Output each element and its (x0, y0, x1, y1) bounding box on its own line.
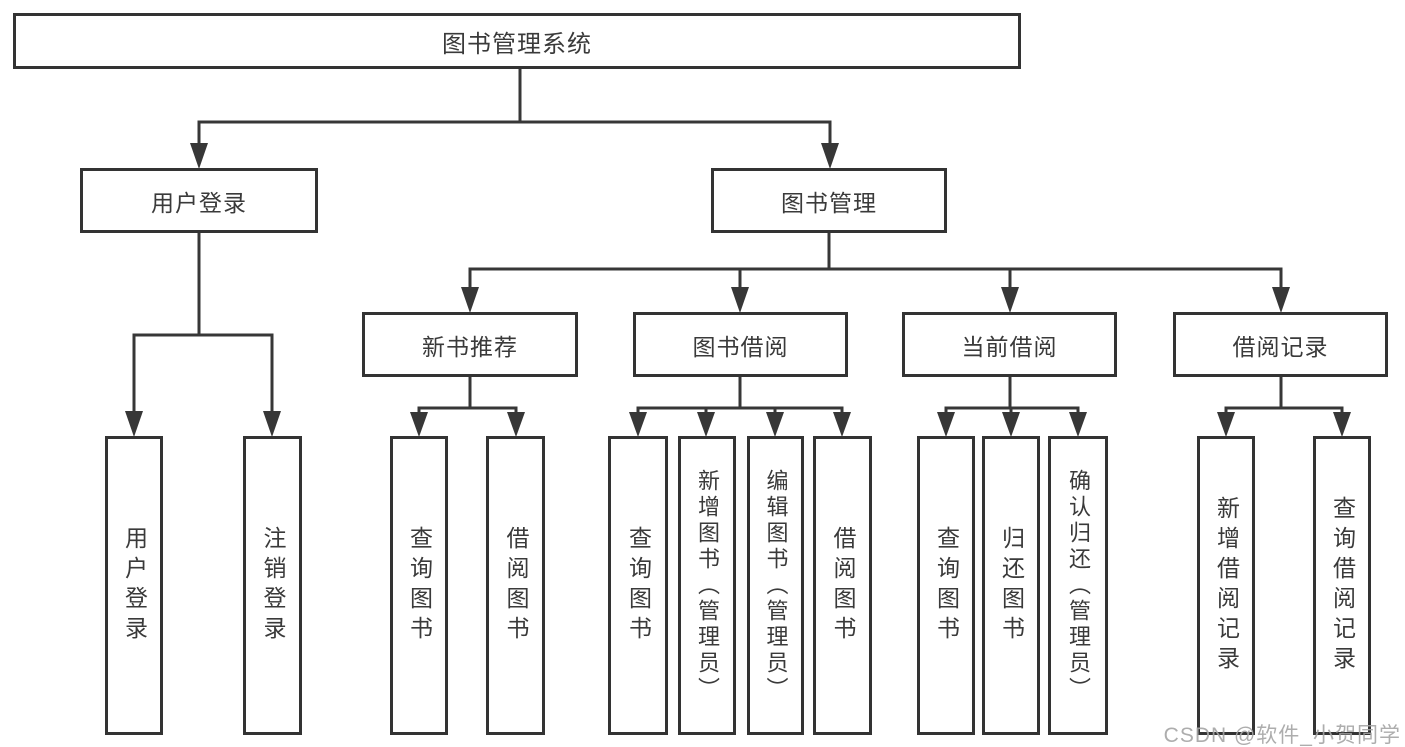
leaf-label: 新增借阅记录 (1213, 495, 1240, 676)
leaf-query-books-borrow: 查询图书 (608, 436, 668, 735)
leaf-label: 查询图书 (406, 525, 433, 646)
leaf-label: 查询图书 (933, 525, 960, 646)
leaf-query-borrow-record: 查询借阅记录 (1313, 436, 1371, 735)
leaf-add-borrow-record: 新增借阅记录 (1197, 436, 1255, 735)
leaf-label: 注销登录 (260, 525, 286, 646)
leaf-confirm-return-admin: 确认归还（管理员） (1048, 436, 1108, 735)
leaf-add-books-admin: 新增图书（管理员） (678, 436, 736, 735)
leaf-edit-books-admin: 编辑图书（管理员） (747, 436, 804, 735)
leaf-label: 借阅图书 (503, 525, 529, 646)
leaf-borrow-books-recommend: 借阅图书 (486, 436, 545, 735)
csdn-watermark: CSDN @软件_小贺同学 (1163, 724, 1401, 747)
node-borrow-record: 借阅记录 (1173, 312, 1388, 377)
node-current-borrow: 当前借阅 (902, 312, 1117, 377)
leaf-label: 编辑图书（管理员） (763, 468, 789, 703)
node-label: 图书管理系统 (442, 30, 592, 58)
leaf-user-login: 用户登录 (105, 436, 163, 735)
leaf-label: 用户登录 (121, 525, 148, 646)
leaf-label: 查询图书 (625, 525, 652, 646)
leaf-logout: 注销登录 (243, 436, 302, 735)
node-book-borrow: 图书借阅 (633, 312, 848, 377)
leaf-query-books-recommend: 查询图书 (390, 436, 448, 735)
leaf-label: 借阅图书 (830, 525, 856, 646)
leaf-label: 归还图书 (998, 525, 1025, 646)
node-label: 当前借阅 (961, 333, 1058, 360)
node-label: 图书借阅 (692, 333, 789, 360)
node-label: 图书管理 (781, 189, 877, 216)
node-new-book-recommend: 新书推荐 (362, 312, 578, 377)
node-root-system: 图书管理系统 (13, 13, 1021, 69)
node-label: 借阅记录 (1232, 333, 1329, 360)
node-user-login: 用户登录 (80, 168, 318, 233)
node-label: 新书推荐 (422, 333, 518, 360)
leaf-query-books-current: 查询图书 (917, 436, 975, 735)
node-book-management: 图书管理 (711, 168, 947, 233)
leaf-borrow-books: 借阅图书 (813, 436, 872, 735)
node-label: 用户登录 (151, 189, 247, 216)
leaf-return-books: 归还图书 (982, 436, 1040, 735)
leaf-label: 查询借阅记录 (1329, 495, 1356, 676)
leaf-label: 确认归还（管理员） (1066, 468, 1091, 703)
leaf-label: 新增图书（管理员） (695, 468, 720, 703)
